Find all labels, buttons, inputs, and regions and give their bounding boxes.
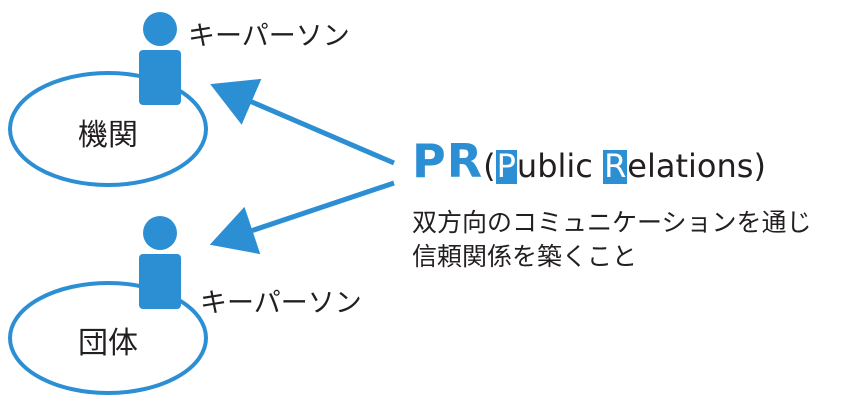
pr-heading: P R(Public Relations) [412, 138, 766, 184]
person-icon [139, 216, 181, 309]
org-label-kikan: 機関 [78, 118, 138, 153]
keyperson-label-2: キーパーソン [200, 288, 362, 319]
pr-word2-rest: elations [627, 147, 754, 185]
pr-word1-rest: ublic [516, 147, 604, 185]
keyperson-label-1: キーパーソン [188, 21, 350, 52]
pr-open-paren: ( [483, 147, 496, 185]
pr-description-line-2: 信頼関係を築くこと [412, 242, 638, 271]
pr-description: 双方向のコミュニケーションを通じ 信頼関係を築くこと [412, 206, 812, 274]
arrow-icon [210, 78, 395, 166]
pr-initial-r: R [603, 147, 628, 185]
org-label-dantai: 団体 [78, 326, 138, 361]
arrow-icon [209, 180, 395, 255]
pr-full-name: (Public Relations) [483, 147, 766, 185]
pr-description-line-1: 双方向のコミュニケーションを通じ [412, 208, 812, 237]
org-oval-dantai [8, 281, 208, 395]
pr-abbreviation: PR [412, 134, 484, 188]
pr-initial-p: P [495, 147, 517, 185]
pr-close-paren: ) [753, 147, 766, 185]
person-icon [139, 12, 181, 105]
